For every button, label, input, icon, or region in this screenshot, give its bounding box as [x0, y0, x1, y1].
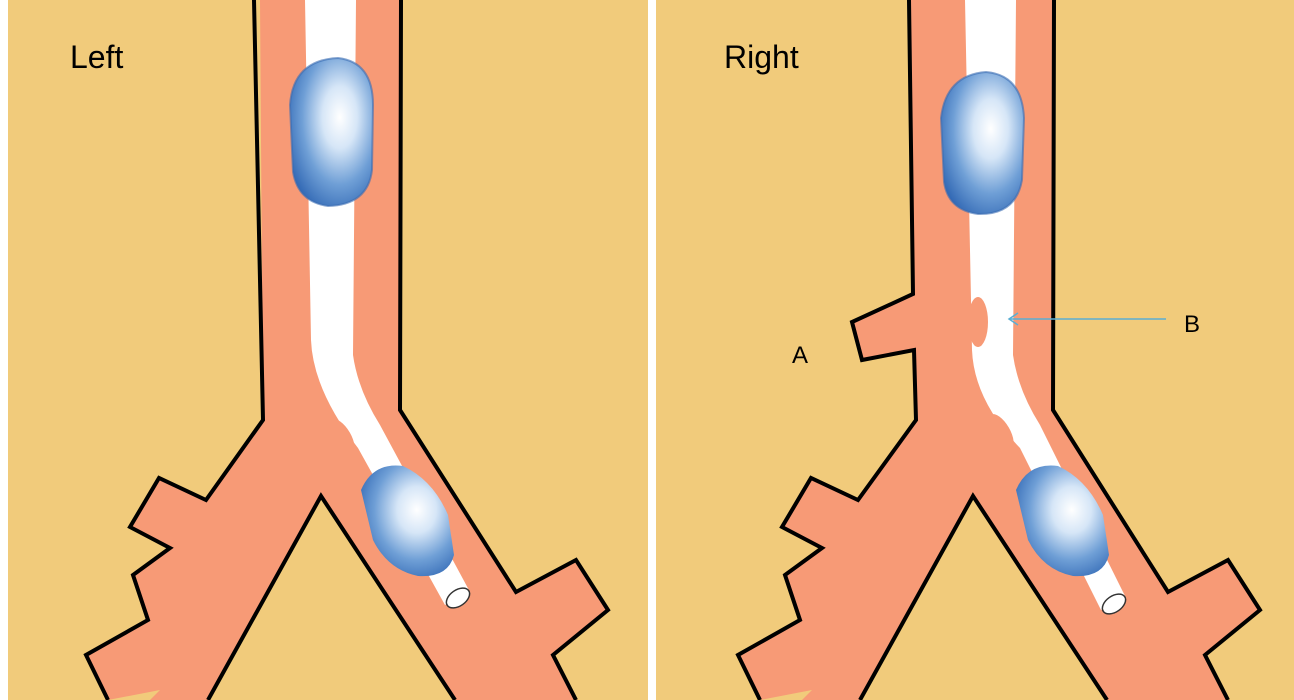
right-diagram: Right A B: [656, 0, 1294, 700]
label-a: A: [792, 342, 808, 369]
left-diagram: Left: [8, 0, 648, 700]
panel-title: Left: [70, 39, 123, 75]
label-b: B: [1184, 311, 1200, 338]
tracheal-cuff: [290, 58, 373, 206]
left-panel: Left: [8, 0, 648, 700]
side-port-upper: [968, 297, 988, 347]
panel-title: Right: [724, 39, 799, 75]
tracheal-cuff: [941, 72, 1024, 214]
right-panel: Right A B: [656, 0, 1294, 700]
